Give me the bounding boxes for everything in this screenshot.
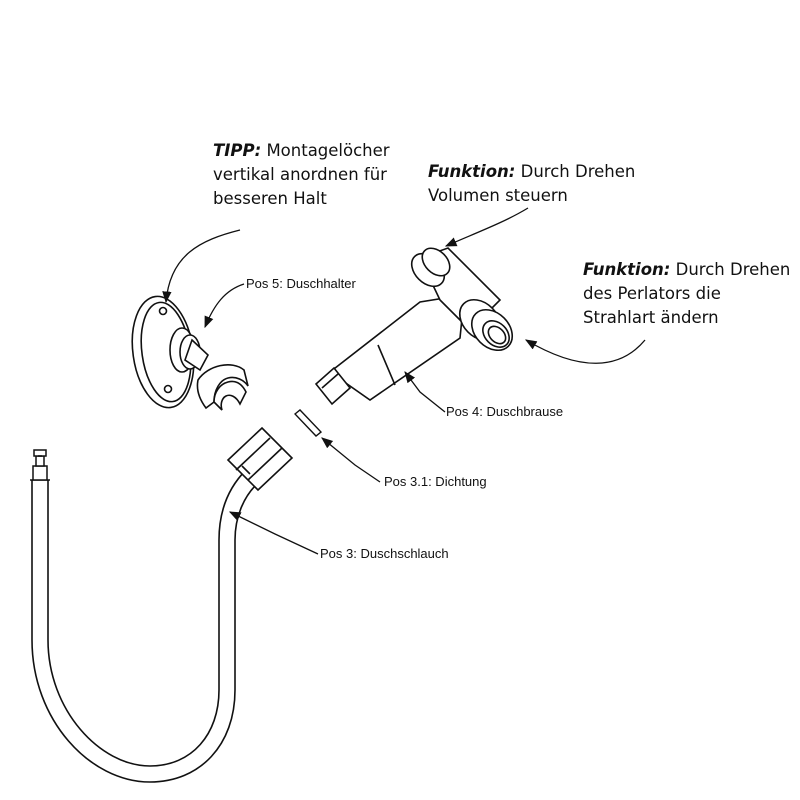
volume-prefix: Funktion:	[428, 162, 516, 181]
volume-note: Funktion: Durch Drehen Volumen steuern	[428, 160, 635, 208]
label-pos5: Pos 5: Duschhalter	[246, 276, 356, 291]
hand-shower	[314, 247, 514, 406]
perlator-line2: des Perlators die	[583, 284, 721, 303]
gasket	[293, 409, 323, 437]
tipp-note: TIPP: Montagelöcher vertikal anordnen fü…	[213, 139, 390, 211]
tipp-line2: vertikal anordnen für	[213, 165, 387, 184]
label-pos4: Pos 4: Duschbrause	[446, 404, 564, 419]
leader-lines	[162, 207, 646, 555]
perlator-line3: Strahlart ändern	[583, 308, 719, 327]
leader-pos4	[404, 371, 446, 413]
label-pos3: Pos 3: Duschschlauch	[320, 546, 449, 561]
label-pos31: Pos 3.1: Dichtung	[384, 474, 487, 489]
volume-line1: Durch Drehen	[520, 162, 636, 181]
perlator-note: Funktion: Durch Drehen des Perlators die…	[583, 258, 790, 330]
perlator-prefix: Funktion:	[583, 260, 671, 279]
leader-pos5	[204, 283, 245, 329]
leader-pos31	[321, 437, 381, 483]
leader-tipp	[162, 229, 241, 304]
leader-pos3	[228, 511, 319, 555]
hose-connector	[32, 449, 48, 481]
volume-line2: Volumen steuern	[428, 186, 568, 205]
tipp-line3: besseren Halt	[213, 189, 327, 208]
tipp-prefix: TIPP:	[213, 141, 262, 160]
leader-perlator	[524, 339, 646, 364]
perlator-line1: Durch Drehen	[675, 260, 791, 279]
shower-hose	[30, 469, 259, 783]
hose-nut	[226, 426, 294, 492]
tipp-line1: Montagelöcher	[266, 141, 390, 160]
shower-holder	[131, 295, 249, 411]
leader-volume	[444, 207, 529, 247]
